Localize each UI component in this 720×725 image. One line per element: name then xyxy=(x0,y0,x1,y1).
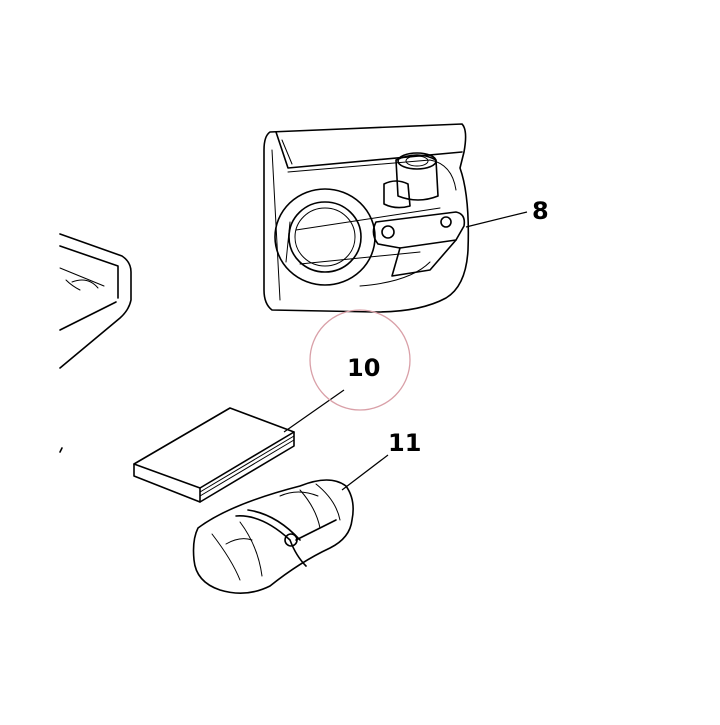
leader-line-10 xyxy=(283,389,345,433)
callout-label-10: 10 xyxy=(347,354,381,382)
pad-part-10 xyxy=(133,407,295,503)
leader-line-8 xyxy=(465,211,528,228)
bag-part-11 xyxy=(192,479,354,594)
callout-label-8: 8 xyxy=(532,197,549,225)
tray-part-left xyxy=(59,233,132,453)
leader-line-11 xyxy=(341,454,389,491)
callout-label-11: 11 xyxy=(388,429,422,457)
lamp-housing-part-8 xyxy=(263,123,470,313)
highlight-circle xyxy=(309,309,411,411)
